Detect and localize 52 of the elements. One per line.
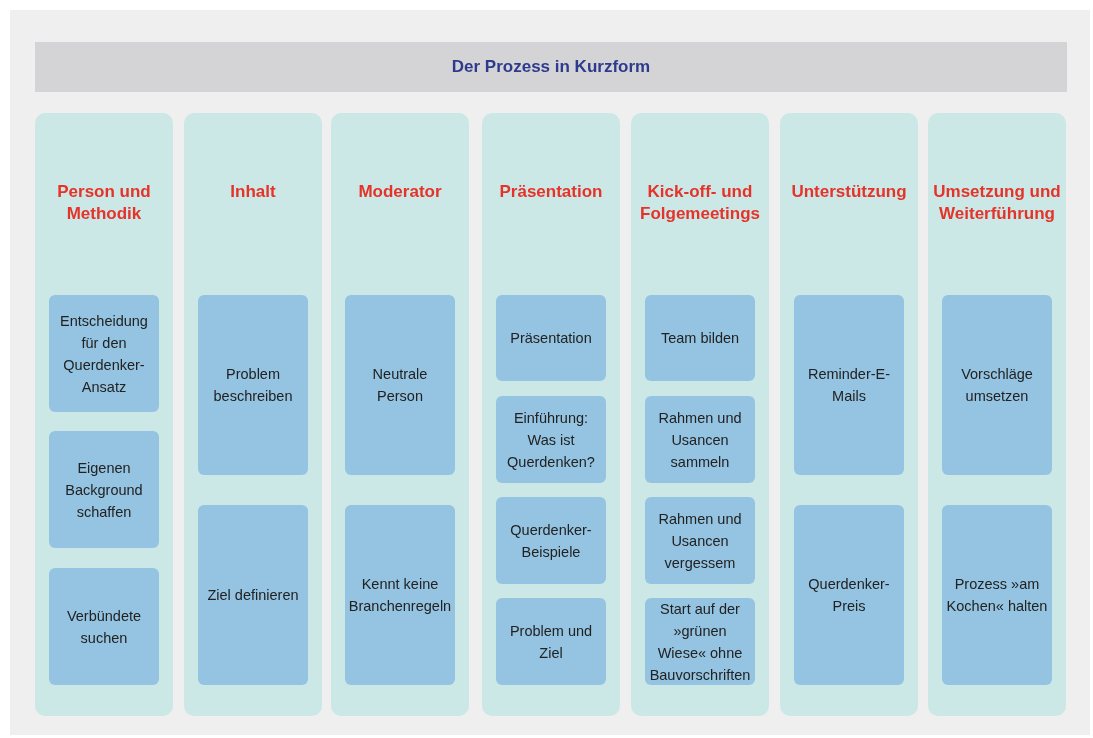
step-box — [496, 598, 606, 685]
column-heading: Unterstützung — [790, 181, 908, 203]
step-box — [942, 295, 1052, 475]
column-heading: Moderator — [357, 181, 443, 203]
step-box — [496, 396, 606, 483]
step-text: Neutrale Person — [371, 365, 429, 406]
column-panel — [780, 113, 918, 716]
step-text: Reminder-E-Mails — [806, 365, 892, 406]
step-text: Einführung: Was ist Querdenken? — [506, 408, 596, 472]
column-panel — [928, 113, 1066, 716]
step-text: Querdenker-Preis — [807, 575, 891, 616]
step-text: Start auf der »grünen Wiese« ohne Bauvorschriften — [648, 599, 752, 685]
column-panel — [631, 113, 769, 716]
step-box — [645, 497, 755, 584]
step-box — [496, 295, 606, 381]
step-text: Kennt keine Branchenregeln — [347, 575, 453, 616]
column-panel — [482, 113, 620, 716]
step-text: Team bilden — [659, 329, 741, 348]
step-text: Rahmen und Usancen sammeln — [657, 408, 743, 472]
step-box — [49, 568, 159, 685]
step-text: Prozess »am Kochen« halten — [945, 575, 1049, 616]
step-text: Eigenen Background schaffen — [64, 458, 144, 522]
column-heading: Inhalt — [229, 181, 277, 203]
step-text: Querdenker-Beispiele — [509, 520, 593, 562]
step-box — [49, 295, 159, 412]
column-panel — [184, 113, 322, 716]
column-heading: Präsentation — [498, 181, 604, 203]
step-box — [645, 396, 755, 483]
step-box — [345, 295, 455, 475]
step-box — [794, 505, 904, 685]
step-box — [645, 295, 755, 381]
step-box — [198, 295, 308, 475]
step-box — [942, 505, 1052, 685]
step-text: Ziel definieren — [206, 586, 300, 605]
step-box — [794, 295, 904, 475]
step-box — [496, 497, 606, 584]
step-text: Problem und Ziel — [508, 621, 594, 663]
column-heading: Person und Methodik — [56, 181, 152, 225]
step-text: Vorschläge umsetzen — [960, 365, 1034, 406]
step-text: Rahmen und Usancen vergessem — [657, 509, 743, 573]
step-text: Präsentation — [509, 329, 593, 348]
step-box — [49, 431, 159, 548]
step-text: Problem beschreiben — [212, 365, 294, 406]
column-heading: Kick-off- und Folgemeetings — [639, 181, 761, 225]
column-panel — [331, 113, 469, 716]
column-heading: Umsetzung und Weiterführung — [932, 181, 1062, 225]
step-box — [198, 505, 308, 685]
step-text: Verbündete suchen — [65, 606, 143, 648]
column-panel — [35, 113, 173, 716]
title: Der Prozess in Kurzform — [451, 57, 651, 77]
step-box — [345, 505, 455, 685]
step-text: Entscheidung für den Querdenker-Ansatz — [59, 311, 149, 397]
